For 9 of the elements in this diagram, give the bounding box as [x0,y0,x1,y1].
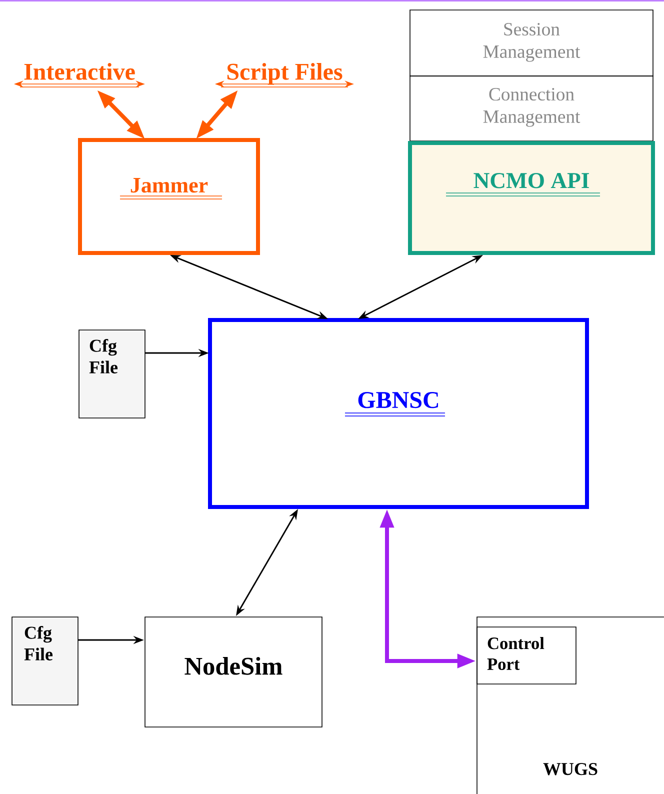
port-box: Control Port [476,626,576,684]
file-box: Cfg File [12,616,78,706]
module-box: NodeSim [144,616,322,728]
layer-box: Session Management [410,10,654,76]
module-box: GBNSC [208,318,589,509]
layer-box: Connection Management [410,76,654,142]
file-box: Cfg File [78,330,146,418]
api-box: NCMO API [408,141,655,255]
module-box: Jammer [78,138,260,255]
